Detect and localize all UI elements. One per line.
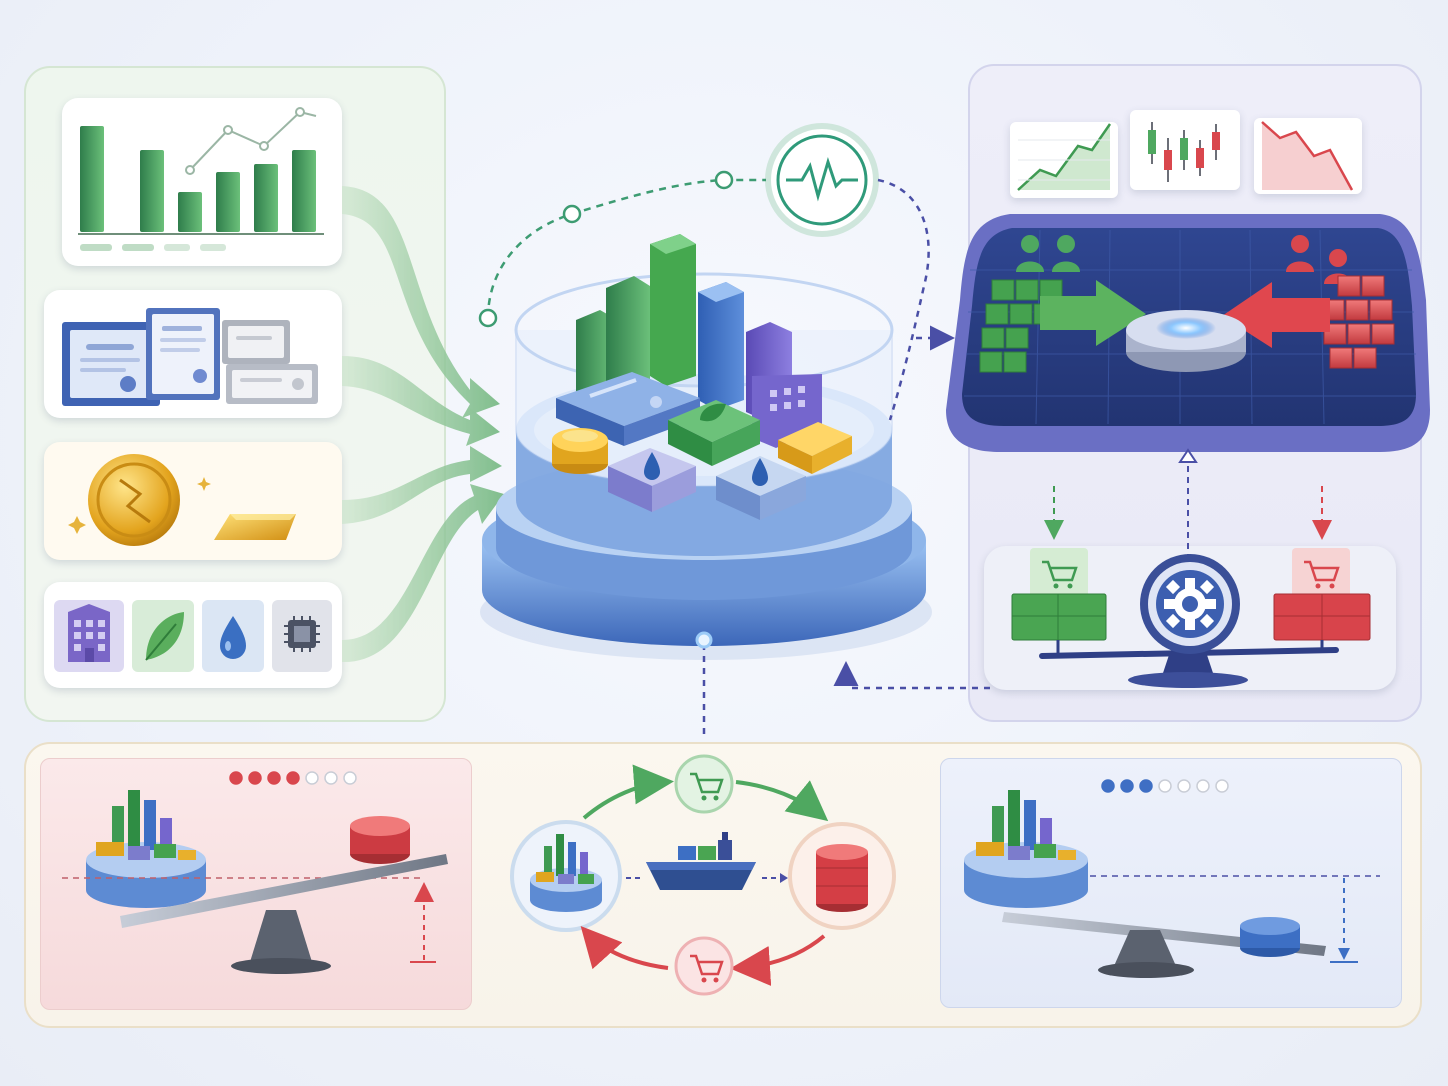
right-progress-dot-7 <box>1215 779 1229 793</box>
sell-orders-blocks <box>1321 275 1395 369</box>
buy-cart-circle-icon <box>674 754 734 814</box>
inflow-arrows <box>342 186 504 663</box>
pool-coin-stack <box>552 428 608 474</box>
building-icon <box>54 600 124 672</box>
pulse-icon <box>765 123 879 237</box>
bullish-chart-icon <box>1017 123 1112 191</box>
bearish-chart-icon <box>1261 121 1354 191</box>
pool-gold-block <box>778 422 852 474</box>
left-mini-pool <box>86 790 206 908</box>
pool-leaf-block <box>668 400 760 466</box>
left-progress-dot-3 <box>267 771 281 785</box>
right-progress-dot-5 <box>1177 779 1191 793</box>
buy-orders-blocks <box>979 279 1063 373</box>
cargo-ship-icon <box>626 832 788 890</box>
balance-scale-beam <box>1039 640 1339 688</box>
left-progress-dot-5 <box>305 771 319 785</box>
right-progress-dots <box>1101 779 1229 793</box>
pool-water-blocks <box>608 448 806 520</box>
left-progress-dot-4 <box>286 771 300 785</box>
buyers-icon <box>1016 235 1080 272</box>
left-progress-dot-1 <box>229 771 243 785</box>
gold-bar-icon <box>214 514 296 540</box>
demand-cart-icon <box>1011 548 1107 641</box>
right-progress-dot-2 <box>1120 779 1134 793</box>
sell-cart-circle-icon <box>674 936 734 996</box>
water-drop-icon <box>202 600 264 672</box>
pool-certificate-block <box>556 372 700 446</box>
certificate-icon <box>62 308 318 406</box>
left-progress-dot-6 <box>324 771 338 785</box>
cycle-pool-icon <box>510 820 622 932</box>
cycle-arrows <box>580 764 829 986</box>
matching-engine-icon <box>1126 310 1246 372</box>
supply-cart-icon <box>1273 548 1371 641</box>
feedback-arrows <box>1044 448 1332 560</box>
right-progress-dot-6 <box>1196 779 1210 793</box>
left-red-weight <box>350 816 410 864</box>
left-seesaw <box>62 854 448 974</box>
pool-bar-chart <box>576 234 744 410</box>
bar-chart-icon <box>78 107 324 251</box>
left-progress-dot-2 <box>248 771 262 785</box>
left-progress-dot-7 <box>343 771 357 785</box>
right-progress-dot-3 <box>1139 779 1153 793</box>
right-progress-dot-4 <box>1158 779 1172 793</box>
right-blue-weight <box>1240 917 1300 957</box>
left-progress-dots <box>229 771 357 785</box>
cycle-red-weight-icon <box>788 822 896 930</box>
sell-arrow-icon <box>1222 282 1330 348</box>
monitoring-loop <box>478 170 990 740</box>
right-progress-dot-1 <box>1101 779 1115 793</box>
right-mini-pool <box>964 790 1088 908</box>
candlestick-chart-icon <box>1148 122 1220 182</box>
gold-coin-icon <box>68 454 211 546</box>
gear-icon <box>1140 554 1240 654</box>
buy-arrow-icon <box>1040 280 1146 346</box>
leaf-icon <box>132 600 194 672</box>
microchip-icon <box>272 600 332 672</box>
